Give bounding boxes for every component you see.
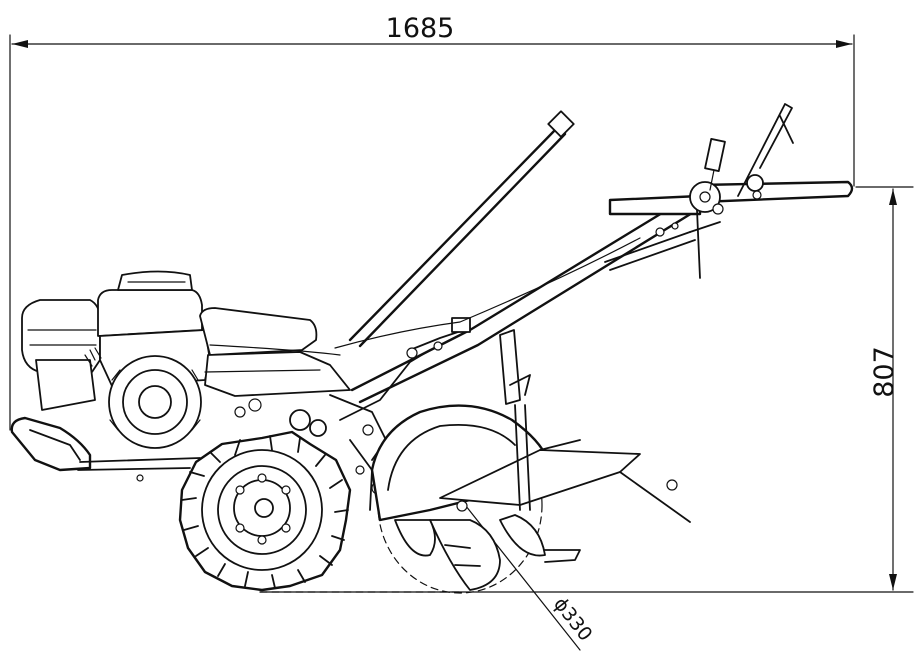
cables [209, 237, 641, 356]
height-dimension-value: 807 [869, 346, 900, 398]
transmission-frame [329, 317, 471, 511]
front-bumper [10, 416, 201, 482]
control-rod [348, 110, 575, 348]
length-dimension-value: 1685 [386, 13, 455, 44]
engine [21, 270, 351, 449]
height-dimension: 807 [259, 186, 914, 593]
drive-wheel [178, 430, 352, 592]
length-dimension: 1685 [9, 13, 855, 431]
handlebar [350, 103, 854, 404]
tines [394, 514, 546, 591]
tine-shield [370, 329, 691, 563]
